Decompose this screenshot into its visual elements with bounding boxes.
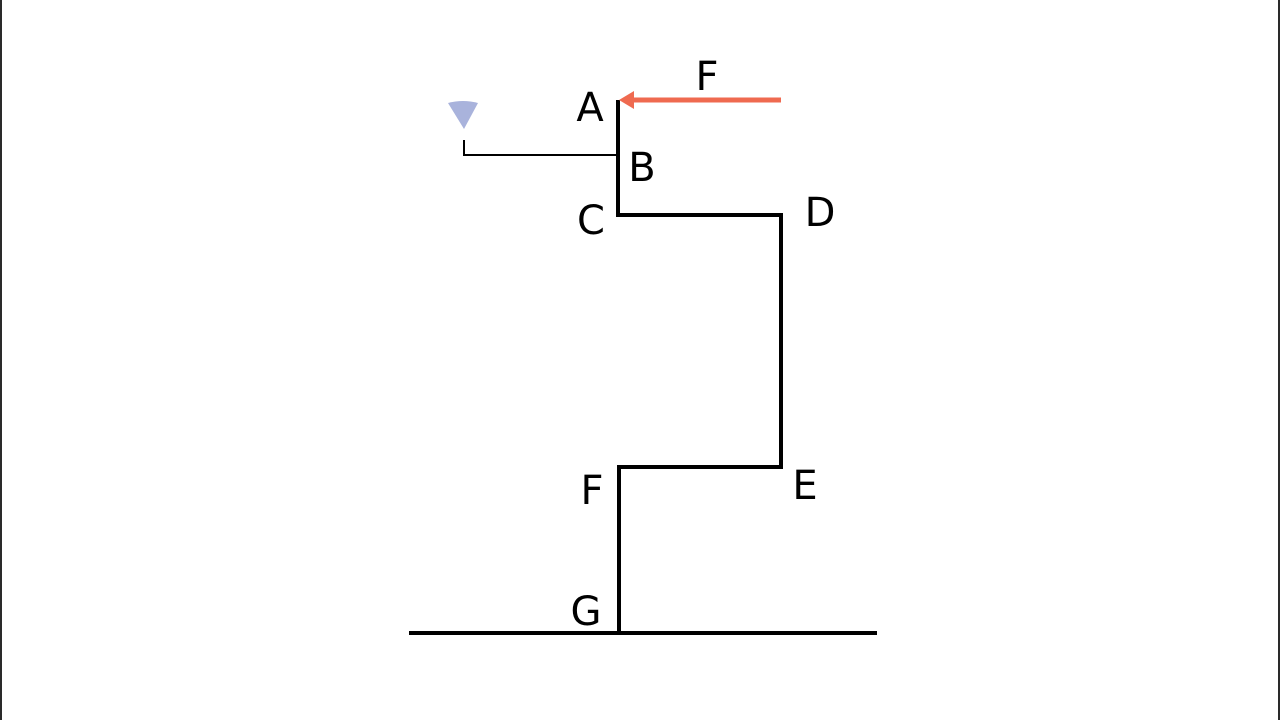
point-label-e: E — [792, 463, 817, 509]
point-label-c: C — [577, 198, 605, 244]
point-label-a: A — [576, 85, 604, 131]
force-label: F — [695, 54, 718, 100]
point-label-f: F — [580, 468, 603, 514]
tie-member-b — [463, 140, 618, 156]
point-label-g: G — [571, 589, 602, 635]
triangle-support-icon — [448, 101, 478, 129]
frame-members — [616, 100, 783, 633]
point-label-b: B — [628, 145, 655, 191]
arrow-left-icon — [619, 91, 781, 109]
point-label-d: D — [805, 190, 836, 236]
